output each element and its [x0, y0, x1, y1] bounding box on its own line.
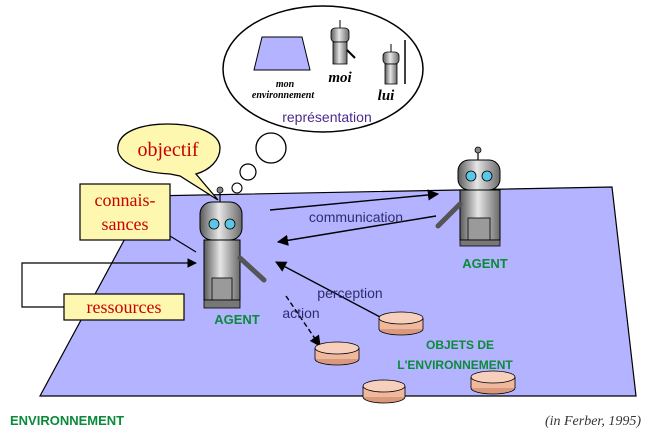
- knowledge-connector: [169, 235, 197, 253]
- mini-env-label-line1: mon: [276, 79, 295, 90]
- thought-dot-medium: [239, 163, 257, 181]
- perception-label: perception: [317, 285, 382, 301]
- action-arrow: [285, 295, 321, 347]
- object-disc-4: [362, 379, 406, 404]
- knowledge-label-line1: connais-: [95, 190, 156, 210]
- thought-dot-small: [231, 182, 243, 194]
- thought-dot-large: [255, 132, 287, 164]
- other-agent-label: AGENT: [462, 256, 508, 271]
- resources-box: [63, 293, 185, 321]
- other-agent-robot: [435, 146, 501, 247]
- citation-label: (in Ferber, 1995): [545, 414, 641, 429]
- communication-label: communication: [309, 209, 403, 225]
- object-disc-2: [314, 341, 360, 366]
- knowledge-label-line2: sances: [102, 214, 149, 234]
- object-disc-1: [378, 311, 424, 336]
- objects-label-line1: OBJETS DE: [426, 338, 494, 352]
- mini-robot-other-icon: [382, 40, 406, 85]
- resources-connector: [21, 258, 197, 308]
- objects-label-line2: L'ENVIRONNEMENT: [397, 358, 513, 372]
- environment-label: ENVIRONNEMENT: [10, 413, 124, 428]
- action-label: action: [282, 305, 319, 321]
- objective-bubble: [117, 123, 221, 201]
- mini-environment-icon: [253, 36, 311, 71]
- objective-label: objectif: [137, 139, 198, 161]
- main-agent-robot: [199, 186, 267, 309]
- mini-robot-self-icon: [330, 20, 356, 65]
- communication-arrow-out: [269, 189, 440, 211]
- communication-arrow-in: [276, 215, 437, 246]
- resources-label: ressources: [87, 297, 162, 317]
- object-disc-3: [470, 370, 516, 395]
- representation-caption: représentation: [282, 109, 372, 125]
- perception-arrow: [275, 261, 383, 319]
- mini-env-label-line2: environnement: [252, 90, 315, 101]
- knowledge-box: [79, 183, 171, 241]
- mini-self-label: moi: [328, 70, 352, 86]
- main-agent-label: AGENT: [214, 312, 260, 327]
- mini-other-label: lui: [378, 88, 396, 104]
